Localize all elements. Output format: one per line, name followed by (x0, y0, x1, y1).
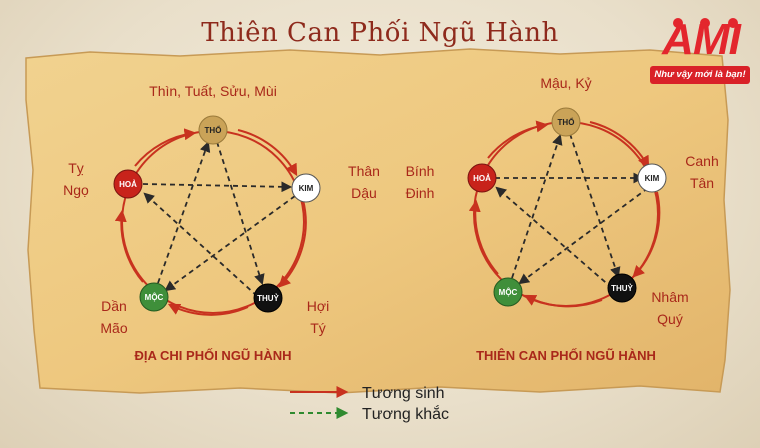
right-label-thuy-1: Nhâm (651, 289, 688, 305)
left-diagram: THỔ KIM HOẢ THUỶ MỘC Thìn, Tuất, Sửu, Mù… (63, 83, 380, 363)
svg-text:HOẢ: HOẢ (119, 180, 137, 189)
right-node-kim: KIM (637, 163, 667, 193)
svg-text:KIM: KIM (645, 174, 660, 183)
left-node-thuy: THUỶ (253, 283, 283, 313)
left-node-hoa: HOẢ (113, 169, 143, 199)
svg-text:HOẢ: HOẢ (473, 174, 491, 183)
left-caption: ĐỊA CHI PHỐI NGŨ HÀNH (135, 348, 292, 363)
left-label-hoa-2: Ngọ (63, 182, 89, 198)
right-label-kim-1: Canh (685, 153, 718, 169)
left-label-kim-2: Dậu (351, 185, 377, 201)
left-khac-arrow (143, 192, 258, 297)
left-sinh-arrow (278, 199, 307, 288)
left-label-moc-2: Mão (100, 320, 127, 336)
svg-text:THỔ: THỔ (558, 118, 575, 127)
logo-tagline: Như vậy mới là bạn! (650, 66, 750, 84)
brand-logo: AMI Như vậy mới là bạn! (650, 14, 750, 84)
right-label-kim-2: Tân (690, 175, 714, 191)
right-sinh-arrow (523, 294, 603, 308)
right-caption: THIÊN CAN PHỐI NGŨ HÀNH (476, 348, 656, 363)
parchment-background (25, 48, 731, 394)
right-node-tho: THỔ (551, 107, 581, 137)
legend: Tương sinh Tương khắc (290, 385, 449, 423)
left-sinh-arrow (167, 303, 249, 316)
left-label-hoa-1: Tỵ (68, 160, 84, 176)
left-sinh-arrow (134, 128, 197, 167)
left-khac-arrow (216, 141, 265, 286)
logo-wordmark: AMI (662, 15, 741, 64)
right-khac-arrow (511, 133, 563, 279)
logo-dots-icon (673, 18, 738, 28)
svg-text:MỘC: MỘC (499, 288, 518, 297)
left-sinh-arrow (114, 209, 144, 283)
right-diagram: THỔ KIM HOẢ THUỶ MỘC Mậu, Kỷ Bính Đinh C… (406, 75, 719, 363)
right-node-moc: MỘC (493, 277, 523, 307)
legend-khac-label: Tương khắc (362, 404, 449, 423)
left-label-thuy-2: Tý (310, 320, 326, 336)
left-node-kim: KIM (291, 173, 321, 203)
right-node-hoa: HOẢ (467, 163, 497, 193)
right-sinh-arrow (468, 199, 499, 275)
right-sinh-arrow (487, 120, 549, 159)
left-node-moc: MỘC (139, 282, 169, 312)
page-title: Thiên Can Phối Ngũ Hành (201, 18, 559, 48)
svg-text:THUỶ: THUỶ (257, 294, 279, 303)
svg-text:THUỶ: THUỶ (611, 284, 633, 293)
legend-sinh-label: Tương sinh (362, 385, 445, 402)
right-label-thuy-2: Quý (657, 311, 683, 327)
right-khac-arrow (569, 133, 621, 279)
left-node-tho: THỔ (198, 115, 228, 145)
svg-text:MỘC: MỘC (145, 293, 164, 302)
right-label-tho: Mậu, Kỷ (540, 75, 591, 91)
right-sinh-arrow (589, 121, 650, 169)
right-node-thuy: THUỶ (607, 273, 637, 303)
right-sinh-arrow (632, 191, 661, 278)
right-khac-arrow (495, 186, 613, 289)
left-label-tho: Thìn, Tuất, Sửu, Mùi (149, 83, 277, 99)
right-label-hoa-1: Bính (406, 163, 435, 179)
svg-text:THỔ: THỔ (205, 126, 222, 135)
left-khac-arrow (142, 181, 293, 193)
left-label-thuy-1: Hợi (307, 298, 329, 314)
left-label-kim-1: Thân (348, 163, 380, 179)
left-sinh-arrow (237, 129, 298, 177)
svg-text:KIM: KIM (299, 184, 314, 193)
right-label-hoa-2: Đinh (406, 185, 435, 201)
left-khac-arrow (157, 140, 211, 284)
left-label-moc-1: Dần (101, 298, 127, 314)
